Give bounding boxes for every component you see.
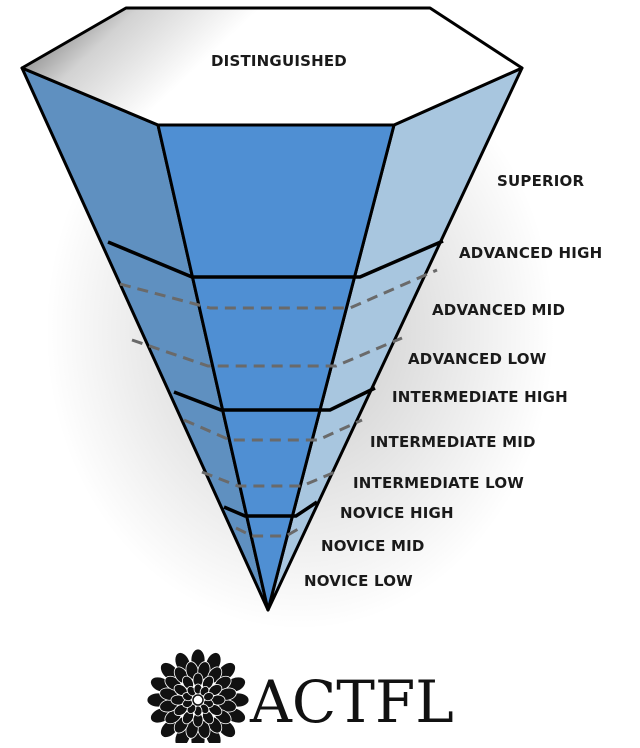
dash-advanced-high-mid (119, 268, 438, 310)
boundary-intermediate-novice (223, 500, 318, 518)
boundary-superior-advanced (107, 239, 444, 279)
level-label-superior: SUPERIOR (497, 172, 585, 190)
major-boundaries (107, 239, 444, 518)
level-label-advanced-low: ADVANCED LOW (408, 350, 547, 368)
level-label-intermediate-mid: INTERMEDIATE MID (370, 433, 536, 451)
lotus-center (192, 694, 204, 706)
sublevel-boundaries (119, 268, 438, 538)
level-label-novice-high: NOVICE HIGH (340, 504, 454, 522)
dash-advanced-mid-low (131, 336, 403, 368)
level-label-novice-low: NOVICE LOW (304, 572, 413, 590)
level-label-intermediate-low: INTERMEDIATE LOW (353, 474, 524, 492)
level-label-novice-mid: NOVICE MID (321, 537, 425, 555)
lotus-petal (203, 692, 214, 702)
dash-intermediate-mid-low (201, 468, 341, 488)
actfl-wordmark: ACTFL (249, 668, 454, 736)
boundary-advanced-intermediate (173, 386, 376, 412)
level-label-intermediate-high: INTERMEDIATE HIGH (392, 388, 568, 406)
lotus-flower-icon (146, 648, 250, 748)
level-label-advanced-mid: ADVANCED MID (432, 301, 565, 319)
cone-top-hexagon (20, 6, 524, 127)
level-label-distinguished: DISTINGUISHED (211, 52, 347, 70)
dash-intermediate-high-mid (183, 418, 363, 442)
actfl-logo: ACTFL (146, 648, 454, 748)
dash-novice-high-mid (235, 526, 301, 538)
level-label-advanced-high: ADVANCED HIGH (459, 244, 602, 262)
